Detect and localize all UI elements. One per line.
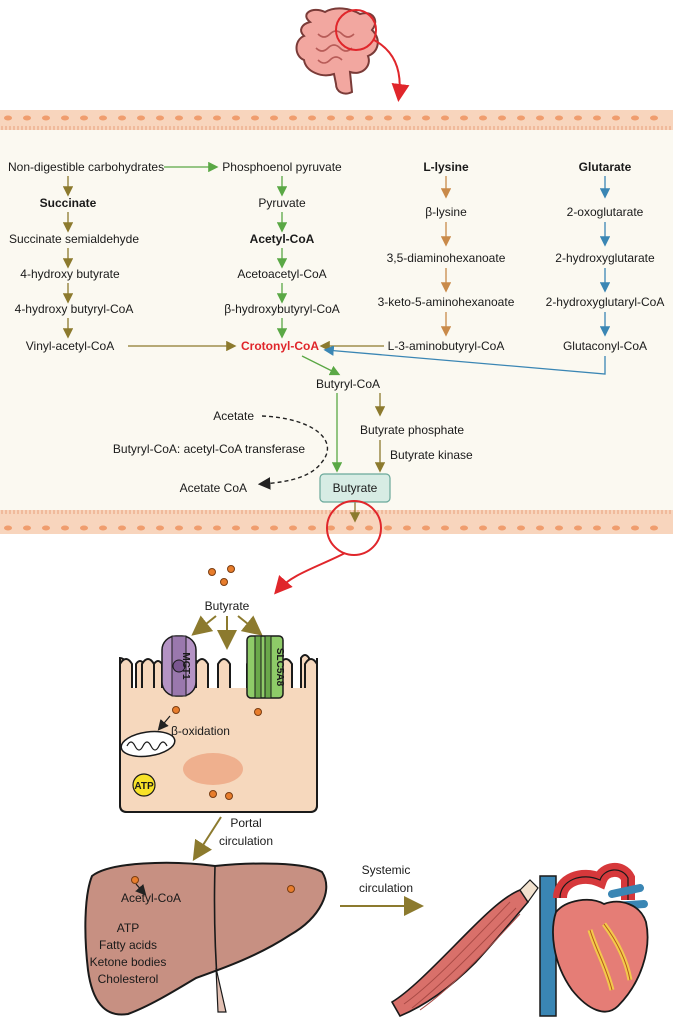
bottom-epithelial-band xyxy=(0,510,673,534)
portal-label-1: Portal xyxy=(230,816,261,830)
liver-arrow xyxy=(135,883,147,896)
slc5a8-label: SLC5A8 xyxy=(274,648,285,687)
label-acetoacetyl-coa: Acetoacetyl-CoA xyxy=(237,267,326,281)
label-acetyl-coa: Acetyl-CoA xyxy=(250,232,315,246)
pathway-arrows xyxy=(62,161,611,523)
cell-butyrate-label: Butyrate xyxy=(205,599,250,613)
butyrate-box-label: Butyrate xyxy=(333,481,378,495)
label-acetate: Acetate xyxy=(213,409,254,423)
butyrate-uptake-arrows xyxy=(191,615,263,650)
heart-icon xyxy=(539,863,649,1017)
zoom-circle-bottom xyxy=(326,500,382,556)
oxidation-arrow xyxy=(157,715,171,731)
label-keto-aminohexanoate: 3-keto-5-aminohexanoate xyxy=(378,295,515,309)
label-crotonyl-coa: Crotonyl-CoA xyxy=(241,339,319,353)
muscle-icon xyxy=(390,879,539,1018)
nucleus xyxy=(183,753,243,785)
liver-fatty-acids: Fatty acids xyxy=(99,938,157,952)
liver-atp: ATP xyxy=(117,921,139,935)
label-succinate-semialdehyde: Succinate semialdehyde xyxy=(9,232,139,246)
label-2-oxoglutarate: 2-oxoglutarate xyxy=(567,205,644,219)
atp-label: ATP xyxy=(134,781,154,792)
label-aminobutyryl-coa: L-3-aminobutyryl-CoA xyxy=(388,339,505,353)
intestine-icon xyxy=(295,7,410,102)
label-4-hydroxy-butyryl-coa: 4-hydroxy butyryl-CoA xyxy=(15,302,134,316)
mitochondrion-icon xyxy=(120,730,176,758)
liver-labels: Acetyl-CoA ATP Fatty acids Ketone bodies… xyxy=(90,891,181,986)
label-phosphoenol-pyruvate: Phosphoenol pyruvate xyxy=(222,160,342,174)
label-glutarate: Glutarate xyxy=(579,160,632,174)
zoom-circle-top xyxy=(335,9,377,51)
pathway-labels: Non-digestible carbohydrates Succinate S… xyxy=(8,160,664,495)
label-4-hydroxy-butyrate: 4-hydroxy butyrate xyxy=(20,267,120,281)
label-diaminohexanoate: 3,5-diaminohexanoate xyxy=(387,251,506,265)
label-2-hydroxyglutarate: 2-hydroxyglutarate xyxy=(555,251,655,265)
portal-arrow xyxy=(192,816,222,862)
label-pyruvate: Pyruvate xyxy=(258,196,306,210)
label-transferase: Butyryl-CoA: acetyl-CoA transferase xyxy=(113,442,305,456)
systemic-label-2: circulation xyxy=(359,881,413,895)
red-arrow-bottom xyxy=(274,552,346,595)
red-arrow-top xyxy=(373,39,410,102)
label-2-hydroxyglutaryl-coa: 2-hydroxyglutaryl-CoA xyxy=(546,295,665,309)
label-butyrate-phosphate: Butyrate phosphate xyxy=(360,423,464,437)
microvilli xyxy=(119,658,318,690)
label-glutaconyl-coa: Glutaconyl-CoA xyxy=(563,339,647,353)
butyrate-box: Butyrate xyxy=(319,473,391,503)
liver-butyrate xyxy=(131,876,295,893)
liver-cholesterol: Cholesterol xyxy=(98,972,159,986)
liver-ketone-bodies: Ketone bodies xyxy=(90,955,167,969)
label-non-digestible-carbohydrates: Non-digestible carbohydrates xyxy=(8,160,164,174)
portal-label-2: circulation xyxy=(219,834,273,848)
atp-badge: ATP xyxy=(132,773,156,797)
liver xyxy=(84,861,328,1016)
label-butyryl-coa: Butyryl-CoA xyxy=(316,377,380,391)
systemic-label-1: Systemic xyxy=(362,863,411,877)
label-l-lysine: L-lysine xyxy=(423,160,469,174)
beta-oxidation-label: β-oxidation xyxy=(171,724,230,738)
label-butyrate-kinase: Butyrate kinase xyxy=(390,448,473,462)
mct1-label: MCT1 xyxy=(180,652,191,680)
slc5a8-transporter: SLC5A8 xyxy=(246,635,285,699)
mct1-transporter: MCT1 xyxy=(161,635,197,697)
label-beta-hydroxybutyryl-coa: β-hydroxybutyryl-CoA xyxy=(224,302,340,316)
butyrate-molecules xyxy=(208,565,235,586)
liver-acetyl-coa: Acetyl-CoA xyxy=(121,891,181,905)
label-acetate-coa: Acetate CoA xyxy=(180,481,247,495)
intracellular-butyrate xyxy=(172,706,262,800)
label-vinyl-acetyl-coa: Vinyl-acetyl-CoA xyxy=(26,339,114,353)
label-succinate: Succinate xyxy=(40,196,97,210)
label-beta-lysine: β-lysine xyxy=(425,205,467,219)
top-epithelial-band xyxy=(0,110,673,130)
